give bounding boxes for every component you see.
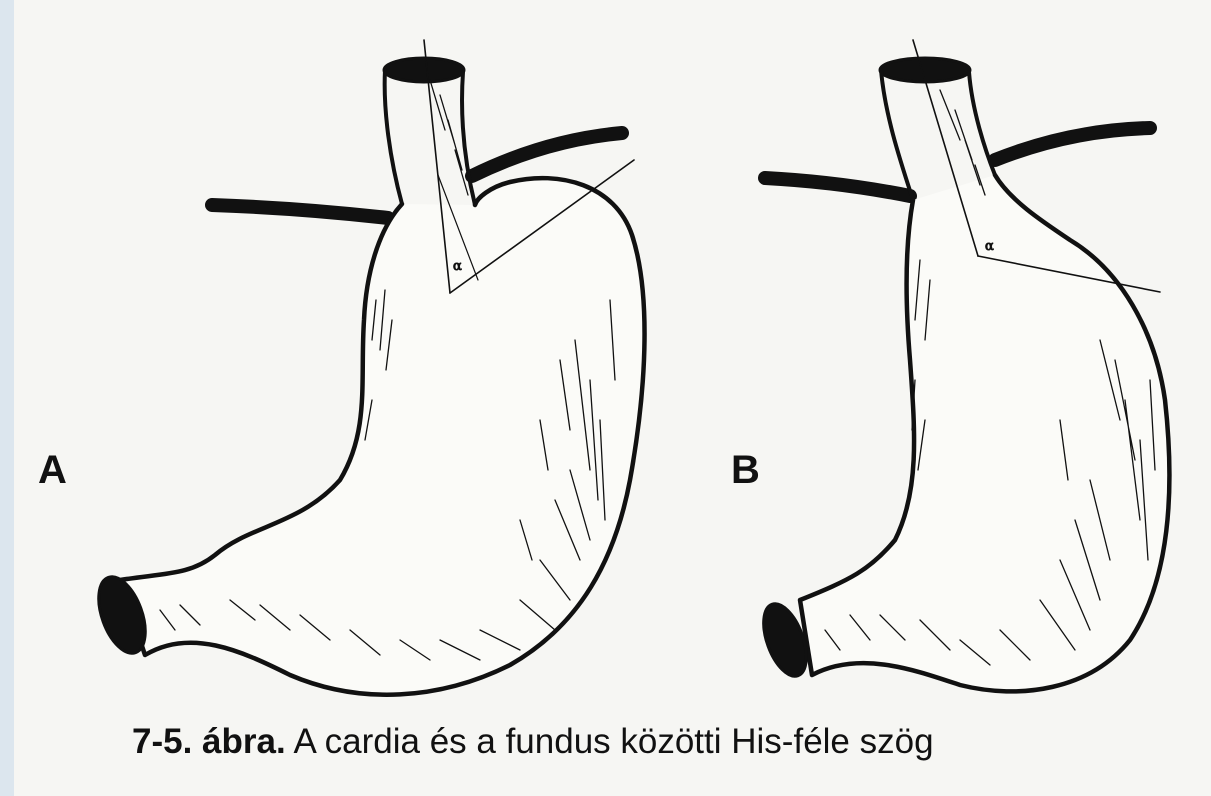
angle-symbol-a: α: [453, 259, 462, 274]
stomach-a: α: [90, 40, 645, 695]
esophagus-wall-left-a: [385, 70, 402, 204]
diaphragm-right-b: [995, 128, 1150, 160]
esophagus-wall-right-a: [462, 72, 475, 205]
stomach-b: α: [755, 40, 1169, 691]
figure-caption: 7-5. ábra. A cardia és a fundus közötti …: [132, 722, 934, 762]
diaphragm-left-b: [765, 178, 910, 196]
caption-text: A cardia és a fundus közötti His-féle sz…: [294, 722, 934, 761]
esophagus-opening-a: [384, 58, 464, 82]
stomach-outline-a: [120, 178, 645, 695]
panel-a-label: A: [38, 448, 67, 493]
esophagus-wall-right-b: [969, 72, 995, 175]
angle-symbol-b: α: [985, 239, 994, 254]
diaphragm-right-a: [472, 133, 622, 176]
esophagus-wall-left-b: [881, 70, 913, 200]
caption-number: 7-5. ábra.: [132, 722, 286, 761]
diaphragm-left-a: [212, 205, 388, 218]
panel-b-label: B: [731, 448, 760, 493]
